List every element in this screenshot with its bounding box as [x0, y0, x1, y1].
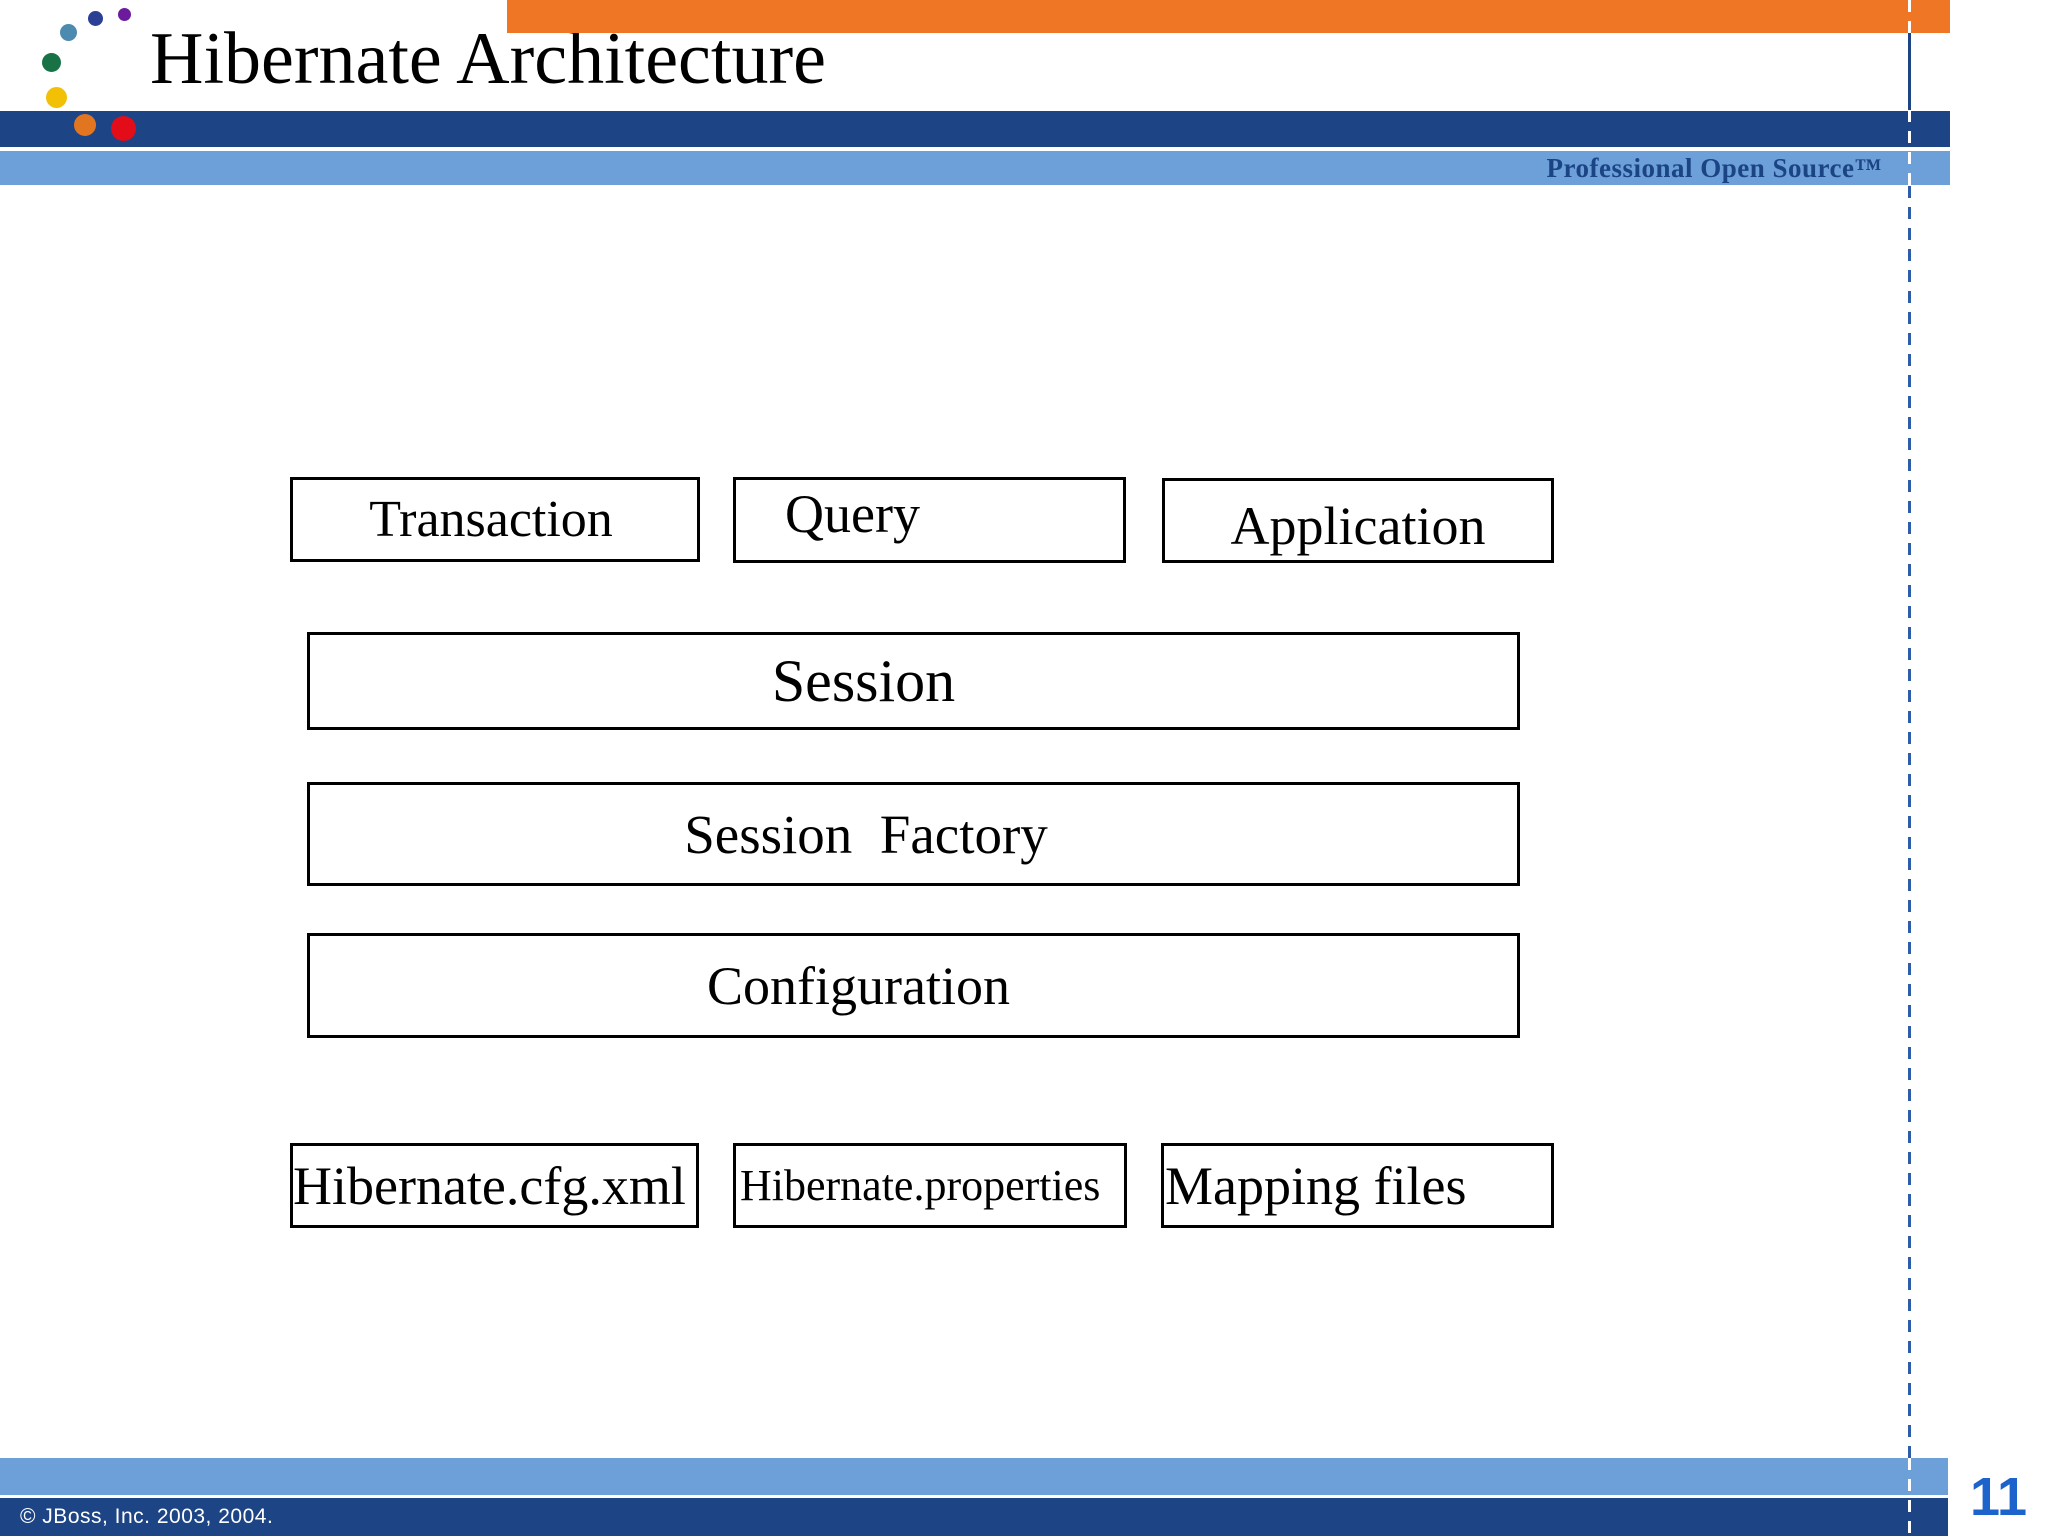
tagline-professional-open-source: Professional Open Source™	[1546, 153, 1882, 183]
box-mapping-files: Mapping files	[1161, 1143, 1554, 1228]
guide-line-over-footer-bars	[1908, 1458, 1911, 1536]
guide-line-over-header-bars	[1908, 110, 1911, 186]
guide-line-dashed-body	[1908, 186, 1911, 1458]
logo-dot-navy-icon	[88, 11, 103, 26]
guide-line-over-orange-bar	[1908, 0, 1911, 33]
copyright-text: © JBoss, Inc. 2003, 2004.	[20, 1505, 274, 1528]
box-transaction: Transaction	[290, 477, 700, 562]
footer-dark-blue-bar: © JBoss, Inc. 2003, 2004.	[0, 1498, 1948, 1536]
page-title: Hibernate Architecture	[150, 18, 826, 100]
logo-dot-red-icon	[111, 116, 136, 141]
page-number: 11	[1970, 1467, 2028, 1527]
logo-dot-purple-icon	[118, 8, 131, 21]
header-orange-bar	[507, 0, 1950, 33]
guide-line-solid-segment	[1908, 33, 1911, 110]
box-hibernate-properties: Hibernate.properties	[733, 1143, 1127, 1228]
header-dark-blue-bar	[0, 111, 1950, 147]
box-session: Session	[307, 632, 1520, 730]
box-application: Application	[1162, 478, 1554, 563]
box-query: Query	[733, 477, 1126, 563]
box-session-factory: Session Factory	[307, 782, 1520, 886]
box-configuration: Configuration	[307, 933, 1520, 1038]
logo-dot-green-icon	[42, 53, 61, 72]
footer-light-blue-bar	[0, 1458, 1948, 1495]
logo-dot-orange-icon	[74, 114, 96, 136]
box-hibernate-cfg-xml: Hibernate.cfg.xml	[290, 1143, 699, 1228]
logo-dot-yellow-icon	[46, 87, 67, 108]
logo-dot-steel-blue-icon	[60, 24, 77, 41]
header-light-blue-bar: Professional Open Source™	[0, 151, 1950, 185]
